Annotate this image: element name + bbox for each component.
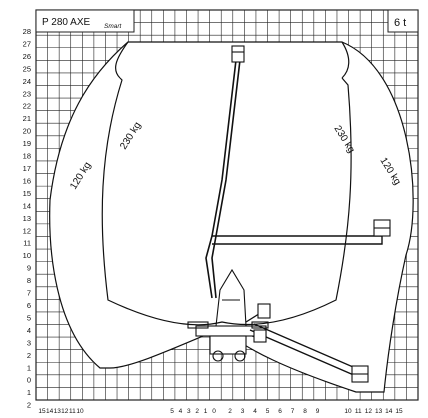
wheel-front [234, 350, 246, 362]
basket-low [253, 329, 267, 343]
x-tick-label: 15 [395, 408, 403, 415]
basket-top [231, 45, 245, 63]
y-tick-label: 12 [23, 226, 31, 235]
y-tick-label: 23 [23, 89, 31, 98]
y-tick-label: 11 [23, 239, 31, 248]
x-tick-label: 14 [385, 408, 393, 415]
x-tick-label: 10 [76, 408, 84, 415]
y-tick-label: 6 [27, 301, 31, 310]
x-tick-label: 12 [365, 408, 373, 415]
x-tick-label: 13 [375, 408, 383, 415]
outrigger-right [251, 321, 269, 329]
x-tick-label: 2 [228, 408, 232, 415]
y-tick-label: 5 [27, 313, 31, 322]
x-tick-label: 0 [212, 408, 216, 415]
x-tick-label: 11 [69, 408, 76, 415]
x-tick-label: 1 [204, 408, 208, 415]
y-tick-label: 21 [23, 114, 31, 123]
y-tick-label: 15 [23, 189, 31, 198]
machine-illustration [187, 45, 391, 383]
x-tick-label: 5 [266, 408, 270, 415]
y-tick-label: 26 [23, 52, 31, 61]
y-tick-label: 16 [23, 176, 31, 185]
basket-stowed [257, 303, 271, 319]
x-tick-label: 4 [253, 408, 257, 415]
y-tick-label: 3 [27, 338, 31, 347]
y-tick-label: 13 [23, 214, 31, 223]
y-tick-label: 28 [23, 27, 31, 36]
y-tick-label: 27 [23, 39, 31, 48]
model-name: P 280 AXE [42, 17, 91, 28]
y-tick-label: 24 [23, 77, 31, 86]
y-tick-label: 0 [27, 376, 31, 385]
y-tick-label: 19 [23, 139, 31, 148]
x-tick-label: 3 [241, 408, 245, 415]
model-label-box [35, 9, 135, 33]
inner-envelope-230kg [101, 77, 352, 326]
x-tick-label: 3 [187, 408, 191, 415]
inner-envelope-top-right [341, 41, 350, 79]
wheel-rear [212, 350, 224, 362]
x-tick-label: 7 [291, 408, 295, 415]
y-tick-label: 14 [23, 201, 31, 210]
x-tick-label: 5 [170, 408, 174, 415]
y-tick-label: 9 [27, 264, 31, 273]
x-tick-label: 13 [54, 408, 62, 415]
x-tick-label: 11 [355, 408, 362, 415]
x-tick-label: 14 [46, 408, 54, 415]
capacity-class-box [387, 9, 419, 33]
y-tick-label: 1 [27, 363, 31, 372]
x-tick-label: 15 [38, 408, 46, 415]
y-axis-ticks: 2827262524232221201918171615141312111098… [23, 27, 31, 410]
inner-envelope-top-left [114, 41, 129, 79]
y-tick-label: 7 [27, 289, 31, 298]
y-tick-label: 17 [23, 164, 31, 173]
chassis-body [209, 335, 247, 355]
x-tick-label: 2 [195, 408, 199, 415]
x-tick-label: 8 [303, 408, 307, 415]
outrigger-left [187, 321, 209, 329]
x-tick-label: 9 [316, 408, 320, 415]
turret [215, 268, 247, 327]
y-tick-label: 2 [27, 351, 31, 360]
y-tick-label: 18 [23, 152, 31, 161]
y-tick-label: 2 [27, 401, 31, 410]
model-variant: Smart [104, 23, 123, 30]
y-tick-label: 1 [27, 388, 31, 397]
boom-horizontal [212, 235, 383, 245]
y-tick-label: 22 [23, 102, 31, 111]
y-tick-label: 8 [27, 276, 31, 285]
y-tick-label: 4 [27, 326, 31, 335]
x-tick-label: 6 [278, 408, 282, 415]
capacity-class: 6 t [394, 17, 406, 29]
x-tick-label: 12 [61, 408, 69, 415]
x-tick-label: 10 [344, 408, 352, 415]
y-tick-label: 10 [23, 251, 31, 260]
y-tick-label: 20 [23, 127, 31, 136]
y-tick-label: 25 [23, 64, 31, 73]
x-tick-label: 4 [179, 408, 183, 415]
